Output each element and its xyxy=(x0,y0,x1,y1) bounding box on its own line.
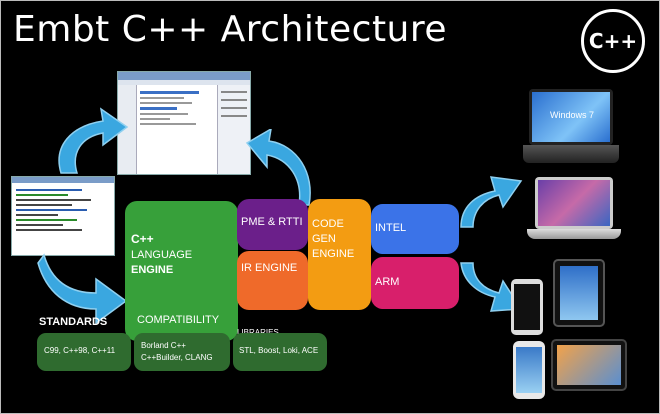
intel-block: INTEL xyxy=(371,204,459,254)
ir-engine-block: IR ENGINE xyxy=(237,251,308,310)
compatibility-block: Borland C++ C++Builder, CLANG xyxy=(134,333,230,371)
ide-screenshot xyxy=(117,71,251,175)
pme-rtti-block: PME & RTTI xyxy=(237,199,308,250)
intel-label: INTEL xyxy=(375,222,407,234)
ir-engine-label: IR ENGINE xyxy=(241,262,298,274)
libraries-value: STL, Boost, Loki, ACE xyxy=(239,346,319,355)
code-gen-line3: ENGINE xyxy=(312,248,355,260)
pme-rtti-label: PME & RTTI xyxy=(241,216,303,228)
android-tablet-icon xyxy=(551,339,627,391)
android-phone-icon xyxy=(513,341,545,399)
language-engine-block: C++ LANGUAGE ENGINE COMPATIBILITY xyxy=(125,201,238,341)
windows-label: Windows 7 xyxy=(550,110,595,120)
language-engine-line2: LANGUAGE xyxy=(131,249,193,261)
arrow-editor-to-engine-icon xyxy=(37,253,128,325)
cpp-logo-icon: C++ xyxy=(581,9,645,73)
standards-block: C99, C++98, C++11 xyxy=(37,333,131,371)
arrow-pme-to-ide-icon xyxy=(245,129,311,206)
compatibility-title: COMPATIBILITY xyxy=(137,314,220,326)
arrow-intel-to-laptops-icon xyxy=(460,176,523,228)
compatibility-line1: Borland C++ xyxy=(141,341,186,350)
libraries-block: STL, Boost, Loki, ACE xyxy=(233,333,327,371)
iphone-icon xyxy=(511,279,543,335)
macbook-icon xyxy=(527,177,621,245)
language-engine-line3: ENGINE xyxy=(131,264,174,276)
code-gen-line2: GEN xyxy=(312,233,336,245)
language-engine-line1: C++ xyxy=(131,232,154,246)
arm-label: ARM xyxy=(375,276,400,288)
code-gen-engine-block: CODE GEN ENGINE xyxy=(308,199,371,310)
windows-laptop-icon: Windows 7 xyxy=(523,89,619,169)
ipad-icon xyxy=(553,259,605,327)
code-gen-line1: CODE xyxy=(312,218,344,230)
code-editor-screenshot xyxy=(11,176,115,256)
arrow-editor-to-ide-icon xyxy=(58,107,129,174)
libraries-title: LIBRARIES xyxy=(237,328,279,337)
standards-title: STANDARDS xyxy=(39,316,108,328)
standards-value: C99, C++98, C++11 xyxy=(44,346,116,355)
compatibility-line2: C++Builder, CLANG xyxy=(141,353,213,362)
slide-title: Embt C++ Architecture xyxy=(13,9,448,50)
arm-block: ARM xyxy=(371,257,459,309)
